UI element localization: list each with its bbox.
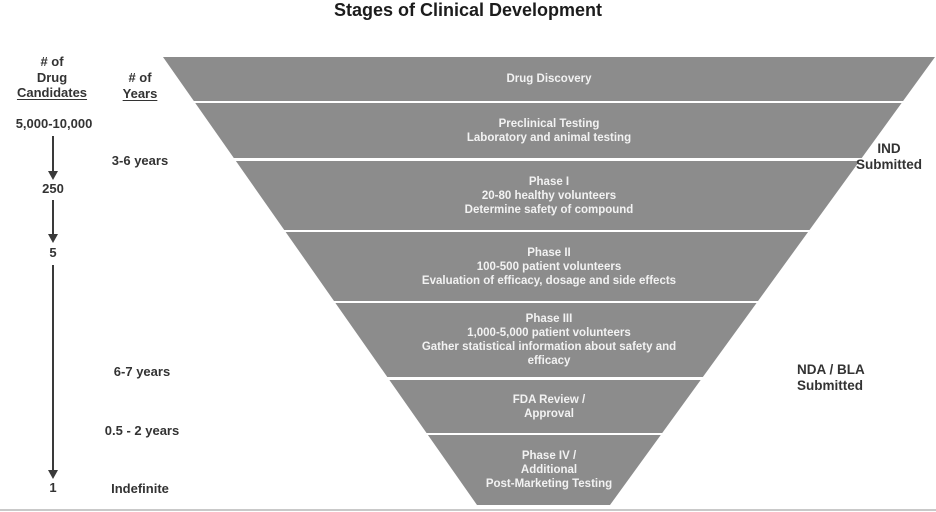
stage-line: Post-Marketing Testing <box>485 478 613 490</box>
stage-line: Determine safety of compound <box>464 203 634 216</box>
stage-line: Additional <box>520 464 578 476</box>
candidate-count: 5,000-10,000 <box>15 116 93 131</box>
stage-line: Phase III <box>525 313 573 325</box>
stage-line: Gather statistical information about saf… <box>421 341 677 353</box>
annotation-line: IND <box>877 141 901 156</box>
stage-line: Approval <box>524 407 574 420</box>
candidates-column-header: # of Drug Candidates <box>6 54 98 101</box>
header-line: Years <box>122 85 158 101</box>
stage-line: 100-500 patient volunteers <box>476 260 622 273</box>
stage-line: Phase II <box>527 246 571 259</box>
annotation-line: NDA / BLA <box>797 362 865 377</box>
year-duration: 3-6 years <box>111 153 169 168</box>
funnel-stage-drug-discovery: Drug Discovery <box>163 57 935 101</box>
year-duration: Indefinite <box>111 481 169 496</box>
year-duration: 6-7 years <box>113 364 171 379</box>
years-column-header: # of Years <box>110 70 170 101</box>
header-line: Candidates <box>16 85 88 100</box>
stage-line: Laboratory and animal testing <box>466 131 632 144</box>
funnel-stage-phase-1: Phase I 20-80 healthy volunteers Determi… <box>163 161 935 230</box>
stage-line: FDA Review / <box>512 393 586 406</box>
year-duration: 0.5 - 2 years <box>104 423 180 438</box>
stage-line: Phase I <box>528 175 570 188</box>
annotation-nda-bla-submitted: NDA / BLA Submitted <box>797 362 907 394</box>
funnel-stage-phase-4: Phase IV / Additional Post-Marketing Tes… <box>163 435 935 505</box>
stage-line: Preclinical Testing <box>498 117 600 130</box>
arrow-down-icon <box>46 136 60 180</box>
bottom-divider <box>0 509 936 511</box>
stage-line: Evaluation of efficacy, dosage and side … <box>421 274 677 287</box>
annotation-line: Submitted <box>856 157 922 172</box>
annotation-line: Submitted <box>797 378 863 393</box>
funnel-stage-phase-2: Phase II 100-500 patient volunteers Eval… <box>163 232 935 301</box>
stage-line: 20-80 healthy volunteers <box>481 189 617 202</box>
header-line: # of <box>40 54 64 69</box>
header-line: Drug <box>36 69 68 85</box>
stage-line: efficacy <box>527 355 571 367</box>
header-line: # of <box>128 70 152 85</box>
candidate-count: 1 <box>49 480 57 495</box>
stage-line: Drug Discovery <box>506 73 592 85</box>
annotation-ind-submitted: IND Submitted <box>842 141 936 173</box>
arrow-down-icon <box>46 265 60 479</box>
candidate-count: 250 <box>42 181 64 196</box>
arrow-down-icon <box>46 200 60 243</box>
stage-line: 1,000-5,000 patient volunteers <box>467 327 631 339</box>
stage-line: Phase IV / <box>521 450 577 462</box>
page-title: Stages of Clinical Development <box>333 0 603 20</box>
candidate-count: 5 <box>49 245 57 260</box>
funnel-stage-preclinical-testing: Preclinical Testing Laboratory and anima… <box>163 103 935 158</box>
